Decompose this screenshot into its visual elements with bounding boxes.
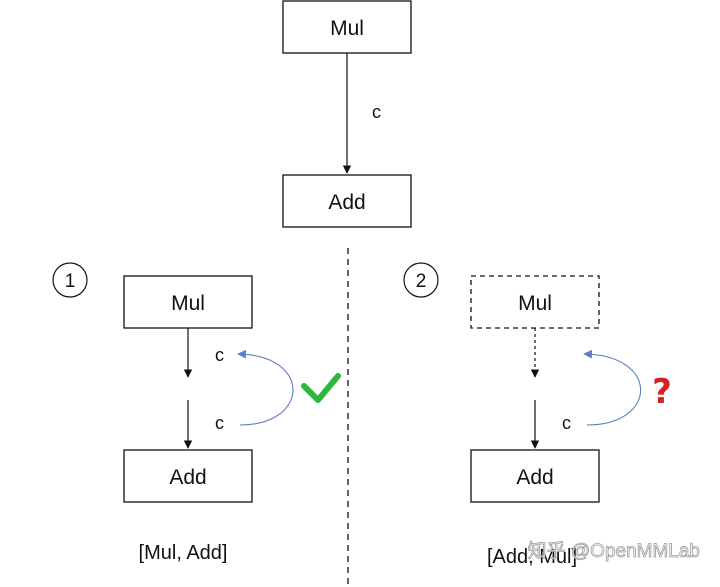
right-reorder-curve — [583, 349, 641, 426]
left-add-label: Add — [169, 466, 206, 489]
right-mul-node — [470, 275, 600, 329]
left-panel: 1 Mul c c Add [Mul, Add] — [52, 262, 341, 564]
top-add-label: Add — [328, 191, 365, 214]
left-panel-caption: [Mul, Add] — [139, 542, 228, 564]
top-edge-label: c — [372, 102, 381, 122]
right-lower-edge-label: c — [562, 413, 571, 433]
left-upper-edge-label: c — [215, 345, 224, 365]
left-mul-label: Mul — [171, 292, 205, 315]
top-graph: Mul c Add — [282, 0, 412, 228]
left-add-node — [123, 449, 253, 503]
left-mul-node — [123, 275, 253, 329]
left-reorder-curve — [237, 349, 294, 426]
left-lower-edge-label: c — [215, 413, 224, 433]
top-mul-node — [282, 0, 412, 54]
check-mark-icon — [301, 373, 341, 403]
right-panel-number: 2 — [416, 271, 427, 292]
top-add-node — [282, 174, 412, 228]
left-panel-number: 1 — [65, 271, 76, 292]
right-add-label: Add — [516, 466, 553, 489]
watermark: 知乎 @OpenMMLab — [528, 540, 700, 562]
right-panel-number-circle — [403, 262, 439, 298]
right-panel-caption: [Add, Mul] — [487, 546, 577, 568]
right-add-node — [470, 449, 600, 503]
left-panel-number-circle — [52, 262, 88, 298]
top-mul-label: Mul — [330, 17, 364, 40]
question-mark-icon: ? — [652, 372, 672, 412]
right-mul-label: Mul — [518, 292, 552, 315]
right-panel: 2 Mul c ? Add [Add, Mul] — [403, 262, 672, 568]
